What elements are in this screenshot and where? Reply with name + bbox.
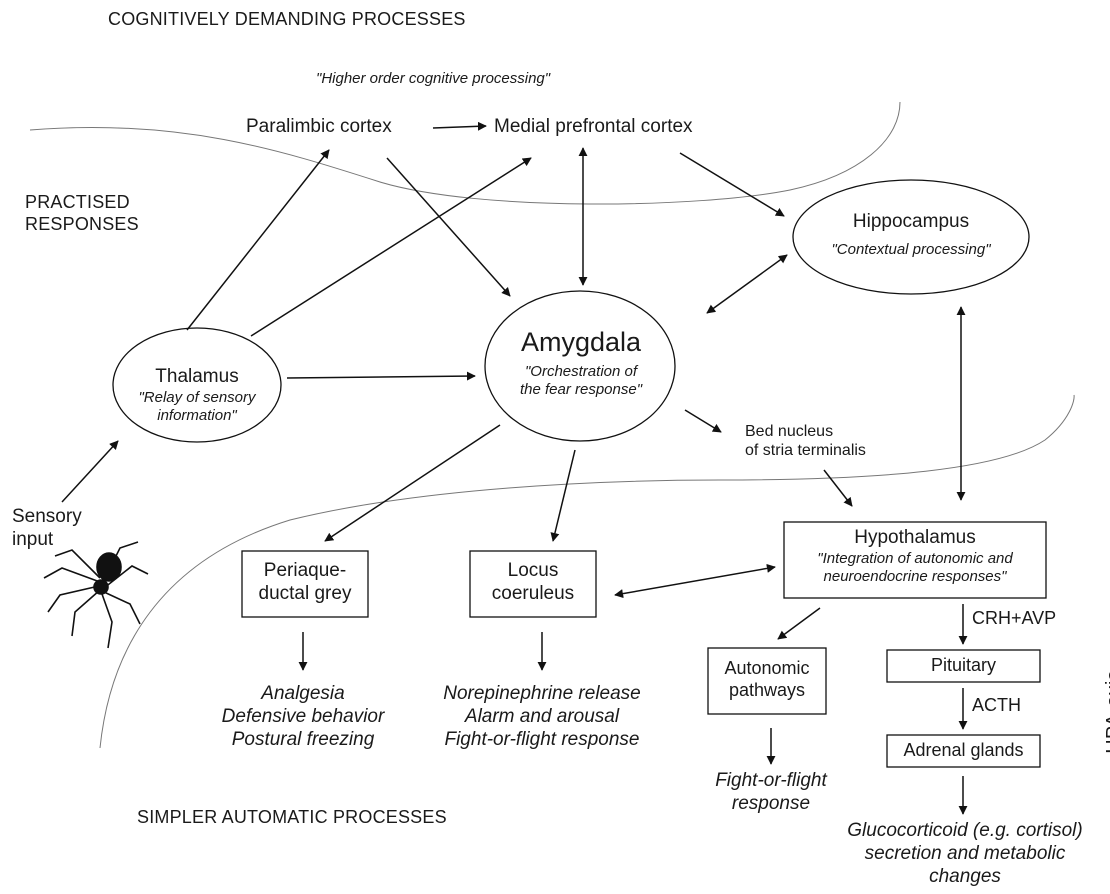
arrow-amygdala-pag <box>324 424 501 542</box>
hippocampus-node: Hippocampus "Contextual processing" <box>793 211 1029 259</box>
hippocampus-quote: "Contextual processing" <box>831 240 991 258</box>
arrow-amygdala-bnst <box>684 409 722 433</box>
adrenal-glands-label: Adrenal glands <box>903 740 1024 760</box>
paralimbic-cortex-label: Paralimbic cortex <box>246 116 392 137</box>
arrow-bnst-hypothalamus <box>823 469 853 507</box>
amygdala-ellipse <box>484 290 676 442</box>
arrow-thalamus-mpfc <box>250 157 532 337</box>
hypothalamus-box <box>783 521 1047 599</box>
hippocampus-name: Hippocampus <box>852 211 970 232</box>
arrow-thalamus-paralimbic <box>186 149 330 331</box>
hypothalamus-name: Hypothalamus <box>854 527 976 548</box>
amygdala-name: Amygdala <box>520 327 642 357</box>
bnst-label: Bed nucleus of stria terminalis <box>745 423 866 460</box>
lc-box <box>469 550 597 618</box>
pag-outputs: Analgesia Defensive behavior Postural fr… <box>221 683 385 750</box>
amygdala-quote-line1: "Orchestration of <box>524 363 638 381</box>
thalamus-name: Thalamus <box>155 366 239 387</box>
sensory-input-label: Sensory input <box>12 506 82 550</box>
pituitary-label: Pituitary <box>930 655 997 675</box>
arrow-mpfc-hippocampus <box>679 152 785 217</box>
hypothalamus-quote-line1: "Integration of autonomic and <box>817 549 1013 567</box>
autonomic-pathways-label: Autonomic pathways <box>724 658 810 700</box>
pag-box <box>241 550 369 618</box>
adrenal-outputs: Glucocorticoid (e.g. cortisol) secretion… <box>847 820 1083 887</box>
adrenal-box <box>886 734 1041 768</box>
arrow-amygdala-lc <box>550 449 576 542</box>
region-simpler-label: SIMPLER AUTOMATIC PROCESSES <box>137 807 447 827</box>
autonomic-outputs: Fight-or-flight response <box>715 770 827 814</box>
spider-icon <box>43 541 149 649</box>
boundary-cognitive <box>29 101 901 205</box>
acth-label: ACTH <box>972 695 1021 715</box>
boundary-automatic <box>99 394 1075 749</box>
amygdala-quote-line2: the fear response" <box>519 381 643 399</box>
arrow-lc-hypothalamus <box>614 563 776 599</box>
autonomic-box <box>707 647 827 715</box>
thalamus-quote-line1: "Relay of sensory <box>138 388 256 406</box>
hippocampus-ellipse <box>792 179 1030 295</box>
thalamus-node: Thalamus "Relay of sensory information" <box>113 366 281 425</box>
medial-prefrontal-cortex-label: Medial prefrontal cortex <box>494 116 693 137</box>
amygdala-node: Amygdala "Orchestration of the fear resp… <box>486 326 676 399</box>
higher-order-quote: "Higher order cognitive processing" <box>316 70 551 87</box>
region-cognitive-label: COGNITIVELY DEMANDING PROCESSES <box>108 9 466 29</box>
hypothalamus-quote-line2: neuroendocrine responses" <box>823 567 1007 585</box>
hpa-axis-label: HPA-axis <box>1103 670 1110 754</box>
pituitary-box <box>886 649 1041 683</box>
lc-outputs: Norepinephrine release Alarm and arousal… <box>443 683 641 750</box>
arrow-paralimbic-mpfc <box>432 121 487 131</box>
thalamus-quote-line2: information" <box>157 406 237 424</box>
arrow-thalamus-amygdala <box>286 371 476 381</box>
hypothalamus-node: Hypothalamus "Integration of autonomic a… <box>784 527 1046 586</box>
region-practised-label: PRACTISED RESPONSES <box>25 192 139 234</box>
crh-avp-label: CRH+AVP <box>972 608 1057 628</box>
locus-coeruleus-label: Locus coeruleus <box>491 560 575 604</box>
pag-label: Periaque- ductal grey <box>258 560 352 604</box>
arrow-hypothalamus-autonomic <box>777 607 821 640</box>
arrow-sensory-thalamus <box>61 440 119 503</box>
arrow-paralimbic-amygdala <box>386 157 511 297</box>
arrow-amygdala-hippocampus <box>706 254 788 314</box>
thalamus-ellipse <box>112 327 282 443</box>
